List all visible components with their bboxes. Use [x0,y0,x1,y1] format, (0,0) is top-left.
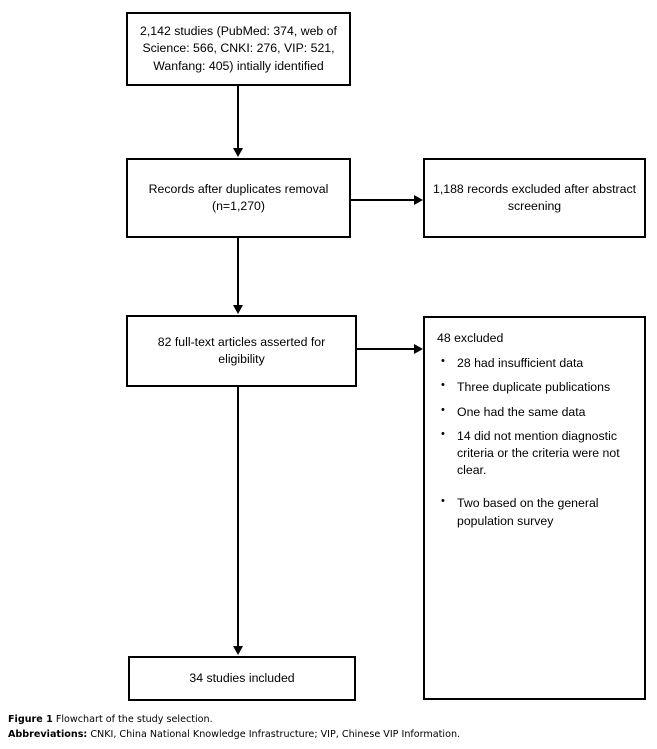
connector-fulltext-to-included [237,387,239,646]
node-studies-identified-label: 2,142 studies (PubMed: 374, web of Scien… [140,23,337,73]
node-records-excluded-abstract-screening-label: 1,188 records excluded after abstract sc… [433,181,637,213]
exclusion-reason-list: 28 had insufficient data Three duplicate… [435,354,636,530]
node-fulltext-excluded-reasons: 48 excluded 28 had insufficient data Thr… [423,316,646,700]
caption-figure-text: Flowchart of the study selection. [55,714,213,725]
node-fulltext-excluded-headline: 48 excluded [437,331,504,345]
list-item: 14 did not mention diagnostic criteria o… [435,427,636,480]
connector-dedup-to-excluded-abstract [351,199,415,201]
caption-abbreviations-text: CNKI, China National Knowledge Infrastru… [90,729,461,741]
caption-abbreviations-label: Abbreviations: [8,729,88,741]
node-studies-included-label: 34 studies included [189,670,295,685]
caption-line-title: Figure 1 Flowchart of the study selectio… [8,712,653,727]
list-item: One had the same data [435,403,636,421]
list-item: Three duplicate publications [435,378,636,396]
arrow-right-icon-dedup-to-excluded-abstract [414,195,423,205]
list-item: 28 had insufficient data [435,354,636,372]
node-studies-included: 34 studies included [128,656,356,701]
caption-line-abbreviations: Abbreviations: CNKI, China National Know… [8,727,653,742]
connector-dedup-to-fulltext [237,238,239,305]
connector-fulltext-to-excluded-fulltext [357,348,415,350]
list-item: Two based on the general population surv… [435,494,636,529]
arrow-right-icon-fulltext-to-excluded-fulltext [414,344,423,354]
node-records-excluded-abstract-screening: 1,188 records excluded after abstract sc… [423,158,646,238]
arrow-down-icon-identified-to-dedup [233,148,243,157]
arrow-down-icon-dedup-to-fulltext [233,305,243,314]
node-fulltext-articles-assessed: 82 full-text articles asserted for eligi… [126,315,357,387]
connector-identified-to-dedup [237,86,239,148]
caption-figure-label: Figure 1 [8,714,53,725]
arrow-down-icon-fulltext-to-included [233,646,243,655]
node-studies-identified: 2,142 studies (PubMed: 374, web of Scien… [126,12,351,86]
node-records-after-duplicates-removal: Records after duplicates removal (n=1,27… [126,158,351,238]
figure-caption: Figure 1 Flowchart of the study selectio… [8,712,653,742]
node-records-after-duplicates-removal-label: Records after duplicates removal (n=1,27… [148,181,329,213]
node-fulltext-articles-assessed-label: 82 full-text articles asserted for eligi… [157,334,326,366]
